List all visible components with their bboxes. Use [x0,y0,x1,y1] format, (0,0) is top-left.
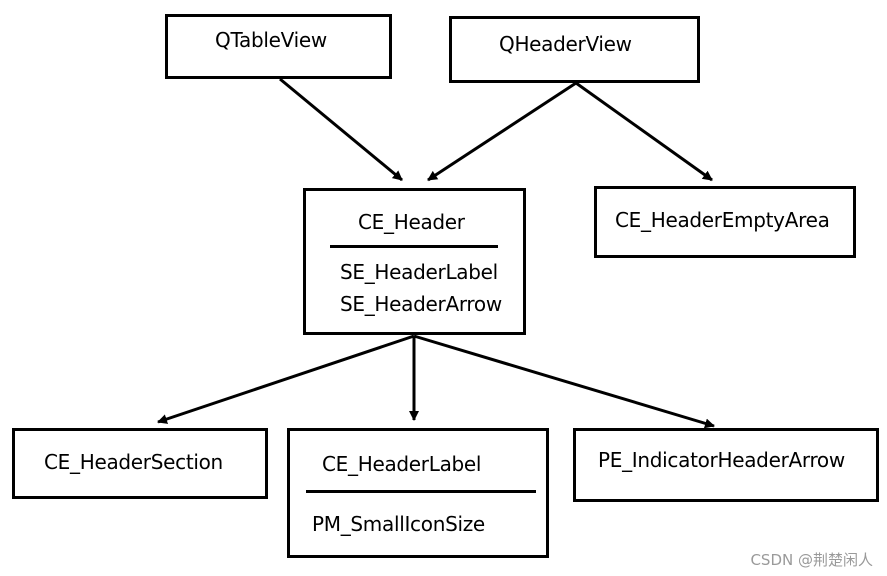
node-qheaderview: QHeaderView [449,16,700,83]
edge-qheaderview-to-ce-headeremptyarea [575,81,713,182]
edge-qtableview-to-ce-header [279,77,403,182]
node-ce-headerlabel-title: CE_HeaderLabel [322,452,482,476]
watermark-text: CSDN @荆楚闲人 [750,551,873,569]
edge-ce-header-to-ce-headersection [157,334,415,424]
node-qtableview-title: QTableView [215,28,327,52]
node-pe-indicatorheaderarrow: PE_IndicatorHeaderArrow [573,428,879,502]
node-qtableview: QTableView [165,14,392,79]
node-pe-indicatorheaderarrow-title: PE_IndicatorHeaderArrow [598,448,845,472]
node-ce-header-item: SE_HeaderArrow [340,292,502,316]
node-ce-header-item: SE_HeaderLabel [340,260,498,284]
node-ce-header-divider [330,245,498,248]
edge-ce-header-to-pe-indicatorheaderarrow [413,334,715,429]
node-ce-headersection: CE_HeaderSection [12,428,268,499]
node-ce-header: CE_Header SE_HeaderLabel SE_HeaderArrow [303,188,526,335]
node-ce-headeremptyarea: CE_HeaderEmptyArea [594,186,856,258]
edge-qheaderview-to-ce-header [427,81,577,182]
node-ce-headerlabel: CE_HeaderLabel PM_SmallIconSize [287,428,549,558]
node-ce-headerlabel-divider [306,490,536,493]
node-ce-headeremptyarea-title: CE_HeaderEmptyArea [615,208,830,232]
node-ce-headersection-title: CE_HeaderSection [44,450,223,474]
node-qheaderview-title: QHeaderView [499,32,632,56]
node-ce-headerlabel-item: PM_SmallIconSize [312,512,485,536]
node-ce-header-title: CE_Header [358,210,465,234]
